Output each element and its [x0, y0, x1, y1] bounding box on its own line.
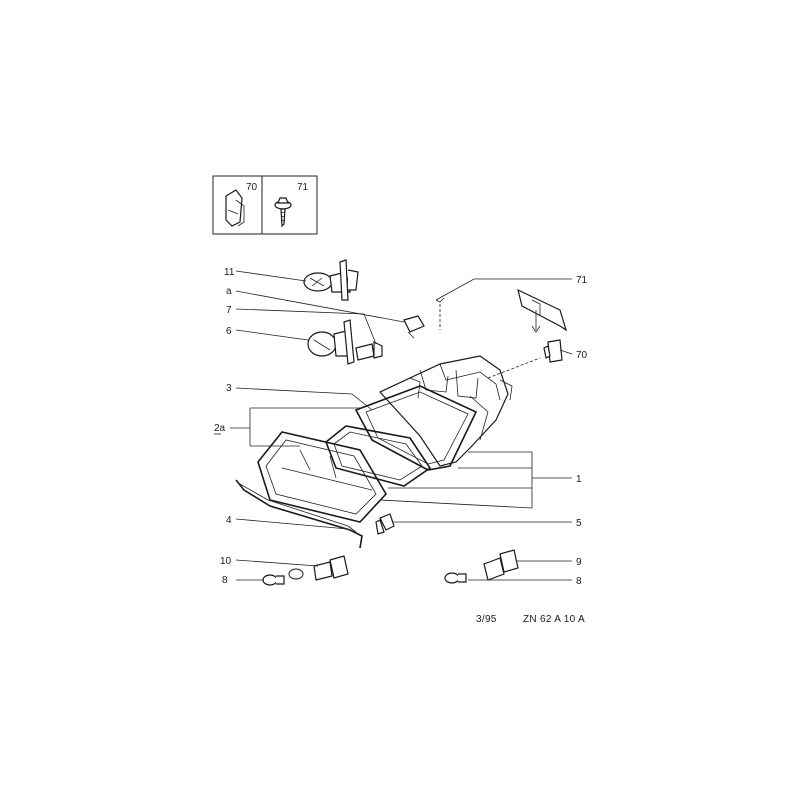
callout-8-right: 8 — [576, 576, 582, 587]
callout-71: 71 — [576, 275, 588, 286]
inset-label-71: 71 — [297, 182, 309, 193]
inset-box: 70 71 — [212, 175, 318, 235]
bulb-small — [355, 341, 383, 361]
screw-icon — [274, 197, 292, 228]
clip-a — [403, 315, 425, 339]
socket-right — [483, 549, 519, 581]
callout-3: 3 — [226, 383, 232, 394]
clip-icon — [225, 189, 245, 227]
diagram-footer: 3/95 ZN 62 A 10 A — [476, 614, 585, 625]
inset-frame — [212, 175, 318, 235]
bulb-wedge-right — [444, 572, 467, 584]
callout-labels: 11 a 7 6 3 2a 4 10 8 71 70 1 5 9 8 — [214, 267, 588, 587]
bulb-main — [307, 319, 355, 365]
screw-71 — [435, 297, 445, 330]
clip-70 — [543, 339, 563, 363]
callout-6: 6 — [226, 326, 232, 337]
socket-left — [288, 555, 349, 581]
callout-8-left: 8 — [222, 575, 228, 586]
headlamp-lens — [257, 431, 387, 523]
leader-lines — [230, 270, 573, 581]
seal-2a — [325, 425, 432, 487]
trim-strip — [235, 479, 363, 549]
callout-1: 1 — [576, 474, 582, 485]
callout-10: 10 — [220, 556, 232, 567]
callout-2a: 2a — [214, 423, 226, 434]
bulb-h4 — [303, 259, 359, 301]
callout-a: a — [226, 286, 232, 297]
callout-5: 5 — [576, 518, 582, 529]
footer-date: 3/95 — [476, 614, 497, 625]
callout-70: 70 — [576, 350, 588, 361]
callout-7: 7 — [226, 305, 232, 316]
inset-label-70: 70 — [246, 182, 258, 193]
callout-4: 4 — [226, 515, 232, 526]
headlamp-housing — [379, 355, 541, 467]
bulb-wedge-left — [262, 574, 285, 586]
footer-code: ZN 62 A 10 A — [523, 614, 585, 625]
clip-5 — [375, 513, 395, 535]
body-bracket — [517, 288, 568, 333]
callout-11: 11 — [224, 267, 235, 278]
callout-9: 9 — [576, 557, 582, 568]
